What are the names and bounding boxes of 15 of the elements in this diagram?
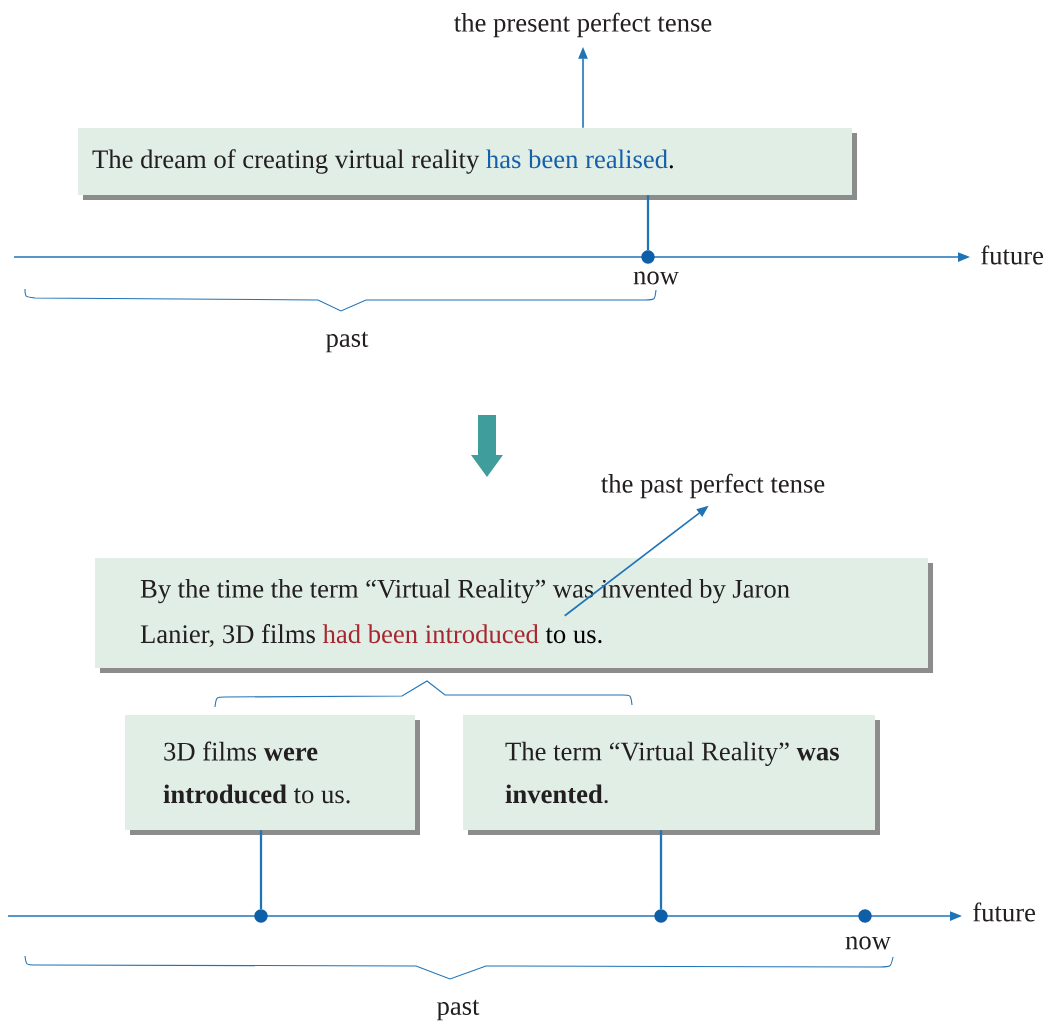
text-box: The term “Virtual Reality” was invented. bbox=[463, 715, 880, 835]
text-box: By the time the term “Virtual Reality” was invented by Jaron Lanier, 3D films had been introduced to us. bbox=[95, 558, 933, 673]
time-label: now bbox=[633, 271, 679, 285]
text-box: 3D films were introduced to us. bbox=[125, 715, 420, 835]
tense-label: the present perfect tense bbox=[454, 12, 712, 38]
tense-label: the past perfect tense bbox=[601, 473, 825, 499]
connector-line bbox=[259, 830, 263, 910]
time-label: now bbox=[845, 936, 891, 950]
time-label: past bbox=[436, 999, 480, 1021]
time-label: future bbox=[981, 245, 1044, 265]
time-label: future bbox=[973, 902, 1036, 922]
time-label: past bbox=[325, 331, 369, 353]
connector-line bbox=[646, 195, 650, 251]
text-box: The dream of creating virtual reality has been realised. bbox=[78, 128, 857, 200]
connector-line bbox=[659, 830, 663, 910]
